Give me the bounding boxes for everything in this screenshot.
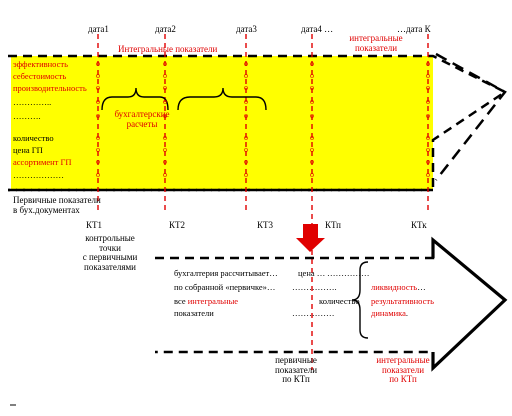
row-marker: о xyxy=(96,59,100,68)
primary-docs-label: Первичные показатели в бух.документах xyxy=(13,195,101,215)
red-down-arrow xyxy=(296,224,325,252)
lower-arrow-head xyxy=(431,236,508,372)
lower-liquidity-word: ликвидность xyxy=(371,282,418,292)
lower-line-2: по собранной «первичке»… xyxy=(174,282,276,292)
lower-dots-1: …………… xyxy=(327,268,370,278)
row-marker: о xyxy=(426,157,430,166)
lower-brace xyxy=(351,261,369,339)
row-marker: о xyxy=(163,83,167,92)
row-marker: о xyxy=(163,71,167,80)
lower-dots-3: …………… xyxy=(292,308,335,318)
date-2: дата2 xyxy=(155,24,176,34)
right-brace xyxy=(177,87,267,111)
row-marker: о xyxy=(244,83,248,92)
lower-line-1: бухгалтерия рассчитывает… xyxy=(174,268,278,278)
row-label-dots-3: ……………… xyxy=(13,170,64,180)
checkpoint-3: КТ3 xyxy=(257,220,274,230)
row-marker: о xyxy=(310,111,314,120)
row-marker: о xyxy=(96,83,100,92)
row-marker: о xyxy=(244,133,248,142)
row-marker: о xyxy=(244,170,248,179)
row-marker: о xyxy=(426,97,430,106)
row-marker: о xyxy=(96,71,100,80)
lower-line-3: все интегральные xyxy=(174,297,238,306)
row-marker: о xyxy=(426,59,430,68)
lower-liquidity-tail: … xyxy=(417,282,426,292)
big-dashed-arrow xyxy=(435,52,507,181)
lower-right-dynamics: динамика. xyxy=(371,309,408,318)
integral-right-label: интегральные показатели xyxy=(349,33,403,53)
row-marker: о xyxy=(244,59,248,68)
row-marker: о xyxy=(244,145,248,154)
row-marker: о xyxy=(310,83,314,92)
row-label-assortment: ассортимент ГП xyxy=(13,157,72,167)
lower-line-3-red: интегральные xyxy=(187,296,239,306)
integral-header: Интегральные показатели xyxy=(118,44,218,54)
lower-line-3-black: все xyxy=(174,296,188,306)
row-label-efficiency: эффективность xyxy=(13,59,69,69)
accounting-calc-label: бухгалтерские расчеты xyxy=(114,109,170,129)
upper-arrow-outline xyxy=(8,54,508,192)
row-marker: о xyxy=(96,157,100,166)
row-marker: о xyxy=(310,170,314,179)
checkpoint-n: КТп xyxy=(325,220,341,230)
row-marker: о xyxy=(426,83,430,92)
row-marker: о xyxy=(244,111,248,120)
lower-dots-2: ……………. xyxy=(292,282,337,292)
bottom-primary-label: первичные показатели по КТп xyxy=(274,355,318,385)
row-marker: о xyxy=(310,133,314,142)
row-marker: о xyxy=(163,97,167,106)
date-4: дата4 … xyxy=(301,24,334,34)
row-marker: о xyxy=(310,145,314,154)
row-marker: о xyxy=(244,157,248,166)
row-marker: о xyxy=(244,97,248,106)
row-marker: о xyxy=(96,97,100,106)
row-label-productivity: производительность xyxy=(13,83,87,93)
row-label-dots-1: ………….. xyxy=(13,97,52,107)
row-marker: о xyxy=(426,71,430,80)
control-points-label: контрольные точки с первичными показател… xyxy=(82,233,138,273)
row-label-dots-2: ………. xyxy=(13,111,41,121)
lower-dynamics-word: динамика xyxy=(371,308,406,318)
row-marker: о xyxy=(163,145,167,154)
row-marker: о xyxy=(426,145,430,154)
row-label-cost: себестоимость xyxy=(13,71,67,81)
row-marker: о xyxy=(96,170,100,179)
date-3: дата3 xyxy=(236,24,257,34)
row-marker: о xyxy=(96,145,100,154)
lower-mid-quantity: количество xyxy=(319,296,360,306)
checkpoint-2: КТ2 xyxy=(169,220,186,230)
row-marker: о xyxy=(163,111,167,120)
row-marker: о xyxy=(310,97,314,106)
row-marker: о xyxy=(96,133,100,142)
row-marker: о xyxy=(163,59,167,68)
lower-mid-price: цена … xyxy=(298,268,326,278)
row-marker: о xyxy=(426,170,430,179)
bottom-integral-label: интегральные показатели по КТп xyxy=(376,355,430,385)
row-marker: о xyxy=(426,111,430,120)
checkpoint-k: КТк xyxy=(411,220,427,230)
row-marker: о xyxy=(163,133,167,142)
checkpoint-1: КТ1 xyxy=(86,220,103,230)
left-brace xyxy=(101,87,169,111)
row-marker: о xyxy=(244,71,248,80)
yellow-band xyxy=(11,56,433,190)
lower-line-4: показатели xyxy=(174,308,214,318)
date-1: дата1 xyxy=(88,24,109,34)
row-label-quantity: количество xyxy=(13,133,54,143)
lower-right-liquidity: ликвидность… xyxy=(371,283,426,292)
lower-right-effectiveness: результативность xyxy=(371,296,434,306)
row-label-price: цена ГП xyxy=(13,145,43,155)
row-marker: о xyxy=(310,59,314,68)
lower-dynamics-tail: . xyxy=(405,308,409,318)
row-marker: о xyxy=(163,170,167,179)
row-marker: о xyxy=(310,157,314,166)
row-marker: о xyxy=(96,111,100,120)
row-marker: о xyxy=(426,133,430,142)
row-marker: о xyxy=(310,71,314,80)
row-marker: о xyxy=(163,157,167,166)
date-k: …дата К xyxy=(397,24,431,34)
